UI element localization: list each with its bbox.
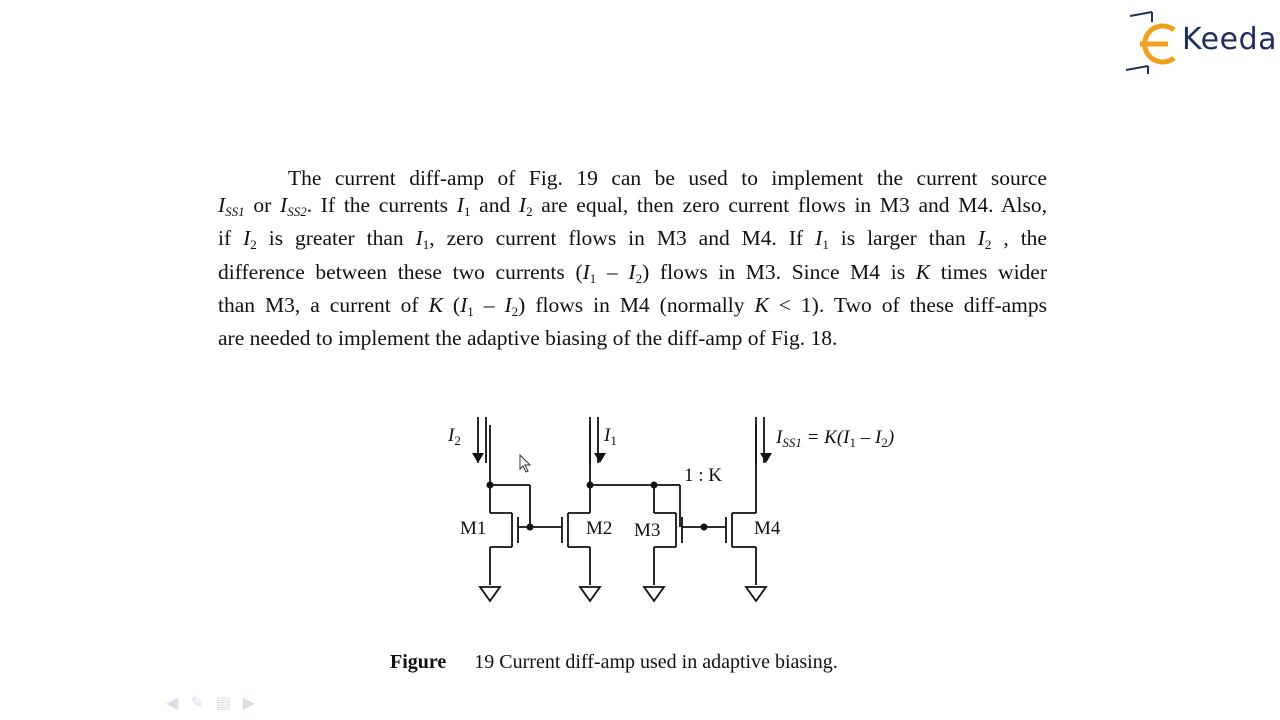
logo-mark-icon — [1125, 11, 1176, 74]
caption-label: Figure — [390, 651, 447, 673]
paragraph-line-4: difference between these two currents (I… — [218, 259, 1048, 286]
label-i2: I2 — [447, 425, 461, 448]
paragraph-line-6: are needed to implement the adaptive bia… — [218, 326, 838, 351]
prev-slide-icon[interactable]: ◀ — [166, 693, 179, 712]
paragraph-line-5: than M3, a current of K (I1 – I2) flows … — [218, 292, 1048, 319]
next-slide-icon[interactable]: ▶ — [242, 693, 256, 712]
node-dot — [486, 481, 494, 489]
paragraph-line-2: ISS1 or ISS2. If the currents I1 and I2 … — [218, 193, 1047, 220]
circuit-diagram: I2 I1 ISS1 = K(I1 – I2) 1 : K M1 M2 M3 M… — [447, 417, 894, 603]
node-dot — [650, 481, 658, 489]
ekeeda-logo — [1122, 6, 1272, 76]
label-i1: I1 — [603, 425, 617, 448]
slide-toolbar[interactable]: ◀ ✎ ▤ ▶ — [166, 693, 255, 712]
mouse-cursor-icon — [519, 453, 532, 473]
paragraph-line-1: The current diff-amp of Fig. 19 can be u… — [288, 166, 1047, 190]
body-paragraph: The current diff-amp of Fig. 19 can be u… — [218, 165, 1047, 352]
label-m4: M4 — [754, 518, 781, 539]
label-m2: M2 — [586, 518, 612, 539]
label-m3: M3 — [634, 520, 660, 541]
node-dot — [526, 523, 534, 531]
node-dot — [700, 523, 708, 531]
label-iss1: ISS1 = K(I1 – I2) — [775, 427, 894, 450]
label-ratio: 1 : K — [684, 465, 722, 486]
menu-icon[interactable]: ▤ — [215, 693, 231, 712]
figure-caption: Figure 19 Current diff-amp used in adapti… — [390, 651, 838, 674]
node-dot — [586, 481, 594, 489]
caption-text: 19 Current diff-amp used in adaptive bia… — [474, 651, 838, 673]
label-m1: M1 — [460, 518, 486, 539]
paragraph-line-3: if I2 is greater than I1, zero current f… — [218, 226, 1047, 253]
pen-icon[interactable]: ✎ — [190, 693, 204, 712]
logo-text: Keeda — [1182, 22, 1278, 57]
